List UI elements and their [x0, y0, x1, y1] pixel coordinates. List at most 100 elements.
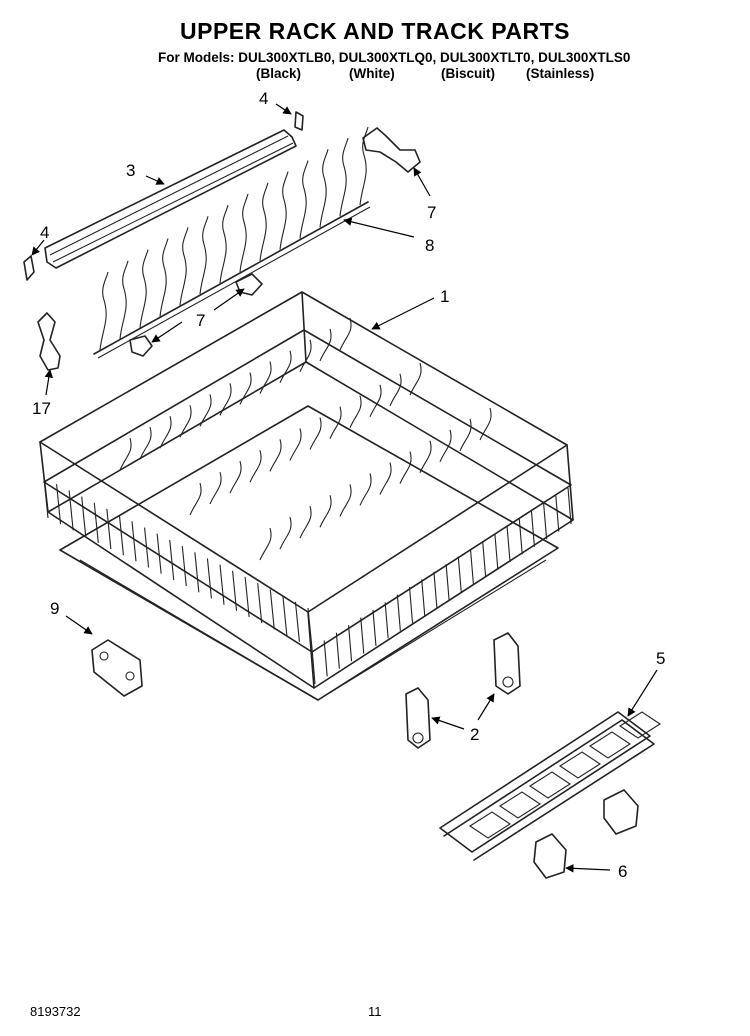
- basket-wire: [482, 541, 487, 578]
- basket-tine: [249, 450, 262, 483]
- document-number: 8193732: [30, 1004, 81, 1019]
- basket-wire: [494, 533, 499, 570]
- basket-tine: [329, 406, 342, 439]
- basket-tine: [159, 416, 172, 449]
- basket-wire: [433, 571, 438, 608]
- callout-4-lower: 4: [40, 223, 49, 242]
- basket-wire: [555, 495, 560, 532]
- basket-wire: [131, 521, 137, 562]
- tine-clip-lower-a: [129, 335, 153, 357]
- shelf-loop: [498, 791, 542, 819]
- basket-wire: [56, 484, 62, 525]
- shelf-loop: [528, 771, 572, 799]
- basket-tine: [119, 437, 132, 471]
- basket-wire: [543, 503, 548, 540]
- callout-4-upper: 4: [259, 89, 268, 108]
- rack-track-rail: [44, 129, 297, 269]
- basket-wire: [194, 552, 200, 593]
- tine: [199, 216, 209, 295]
- basket-wire: [219, 564, 225, 605]
- callout-17: 17: [32, 399, 51, 418]
- rack-hub-bracket: [91, 639, 143, 697]
- tine: [219, 204, 229, 284]
- tine: [119, 260, 129, 339]
- basket-tine: [379, 462, 392, 495]
- basket-wire: [294, 601, 300, 642]
- callout-6: 6: [618, 862, 627, 881]
- tine: [259, 182, 269, 261]
- basket-wire: [457, 556, 462, 593]
- basket-tine: [409, 362, 422, 396]
- basket-wire: [445, 564, 450, 601]
- basket-tine: [279, 350, 292, 383]
- basket-tine: [189, 482, 202, 516]
- basket-tine: [349, 395, 362, 428]
- basket-tine: [299, 339, 312, 373]
- tine: [179, 227, 189, 306]
- basket-tine: [209, 471, 222, 505]
- basket-tine: [299, 506, 312, 539]
- basket-wire: [518, 518, 523, 555]
- track-stop-b: [603, 789, 639, 835]
- basket-tine: [309, 417, 322, 450]
- basket-tine: [359, 473, 372, 506]
- basket-tine: [279, 516, 292, 550]
- basket-tine: [259, 361, 272, 394]
- basket-wire: [232, 570, 238, 611]
- basket-wire: [43, 477, 49, 519]
- track-stop-a: [533, 833, 567, 879]
- basket-tine: [289, 428, 302, 461]
- basket-tine: [199, 394, 212, 427]
- upper-rack-basket: [39, 291, 574, 701]
- page-title: UPPER RACK AND TRACK PARTS: [180, 18, 570, 44]
- basket-wire: [311, 647, 316, 685]
- callout-5: 5: [656, 649, 665, 668]
- basket-wire: [335, 632, 340, 669]
- basket-wire: [530, 510, 535, 547]
- basket-tine: [419, 440, 432, 473]
- basket-tine: [319, 495, 332, 528]
- callout-7-upper: 7: [427, 203, 436, 222]
- track-end-cap-lower: [23, 255, 35, 281]
- basket-wire: [81, 496, 87, 537]
- tine: [139, 249, 149, 328]
- basket-wire: [257, 583, 263, 624]
- basket-wire: [307, 607, 313, 649]
- tine: [99, 271, 109, 351]
- basket-wire: [506, 526, 511, 563]
- shelf-loop: [588, 731, 632, 759]
- basket-wire: [408, 587, 414, 624]
- variant-stainless: (Stainless): [526, 66, 595, 81]
- basket-wire: [106, 508, 112, 550]
- basket-wire: [269, 589, 275, 630]
- basket-wire: [282, 595, 288, 636]
- basket-tine: [269, 439, 282, 472]
- callout-9: 9: [50, 599, 59, 618]
- basket-tine: [339, 484, 352, 517]
- basket-tine: [389, 373, 402, 407]
- basket-tine: [139, 426, 152, 460]
- basket-wire: [372, 609, 377, 646]
- basket-tine: [459, 418, 472, 452]
- basket-tine: [479, 407, 492, 441]
- variant-black: (Black): [256, 66, 302, 81]
- tine-clip-upper: [362, 127, 421, 173]
- basket-tine: [179, 405, 192, 438]
- leader-lines: [31, 103, 658, 873]
- basket-wire: [396, 594, 401, 631]
- basket-wire: [156, 533, 162, 574]
- basket-wire: [68, 490, 74, 531]
- callout-7-lower: 7: [196, 311, 205, 330]
- variant-biscuit: (Biscuit): [441, 66, 495, 81]
- shelf-loop: [468, 811, 512, 839]
- rack-adjuster: [37, 312, 61, 371]
- callout-1: 1: [440, 287, 449, 306]
- basket-wire: [323, 640, 328, 677]
- tine: [159, 238, 169, 317]
- rack-roller-b: [493, 632, 521, 695]
- basket-wire: [93, 502, 99, 543]
- callout-2: 2: [470, 725, 479, 744]
- basket-tine: [369, 384, 382, 418]
- basket-tine: [399, 451, 412, 484]
